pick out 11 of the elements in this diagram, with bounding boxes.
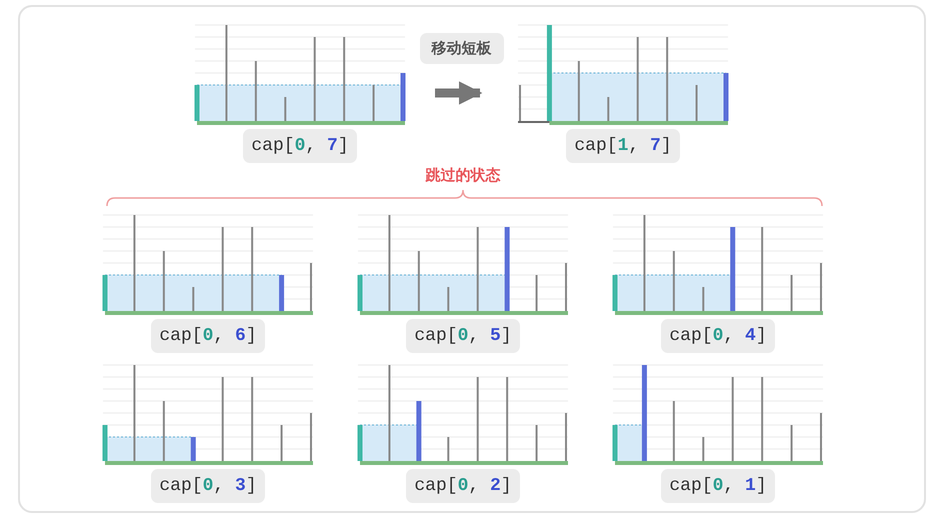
state-label: cap[0, 1] (661, 469, 775, 503)
state-label: cap[0, 7] (243, 129, 357, 163)
edge-label: 移动短板 (420, 33, 504, 64)
state-label: cap[0, 5] (406, 319, 520, 353)
state-label: cap[0, 3] (151, 469, 265, 503)
state-label: cap[0, 6] (151, 319, 265, 353)
bracket-heading: 跳过的状态 (426, 166, 500, 185)
state-label: cap[0, 2] (406, 469, 520, 503)
state-label: cap[0, 4] (661, 319, 775, 353)
state-label: cap[1, 7] (566, 129, 680, 163)
arrow (435, 81, 482, 105)
